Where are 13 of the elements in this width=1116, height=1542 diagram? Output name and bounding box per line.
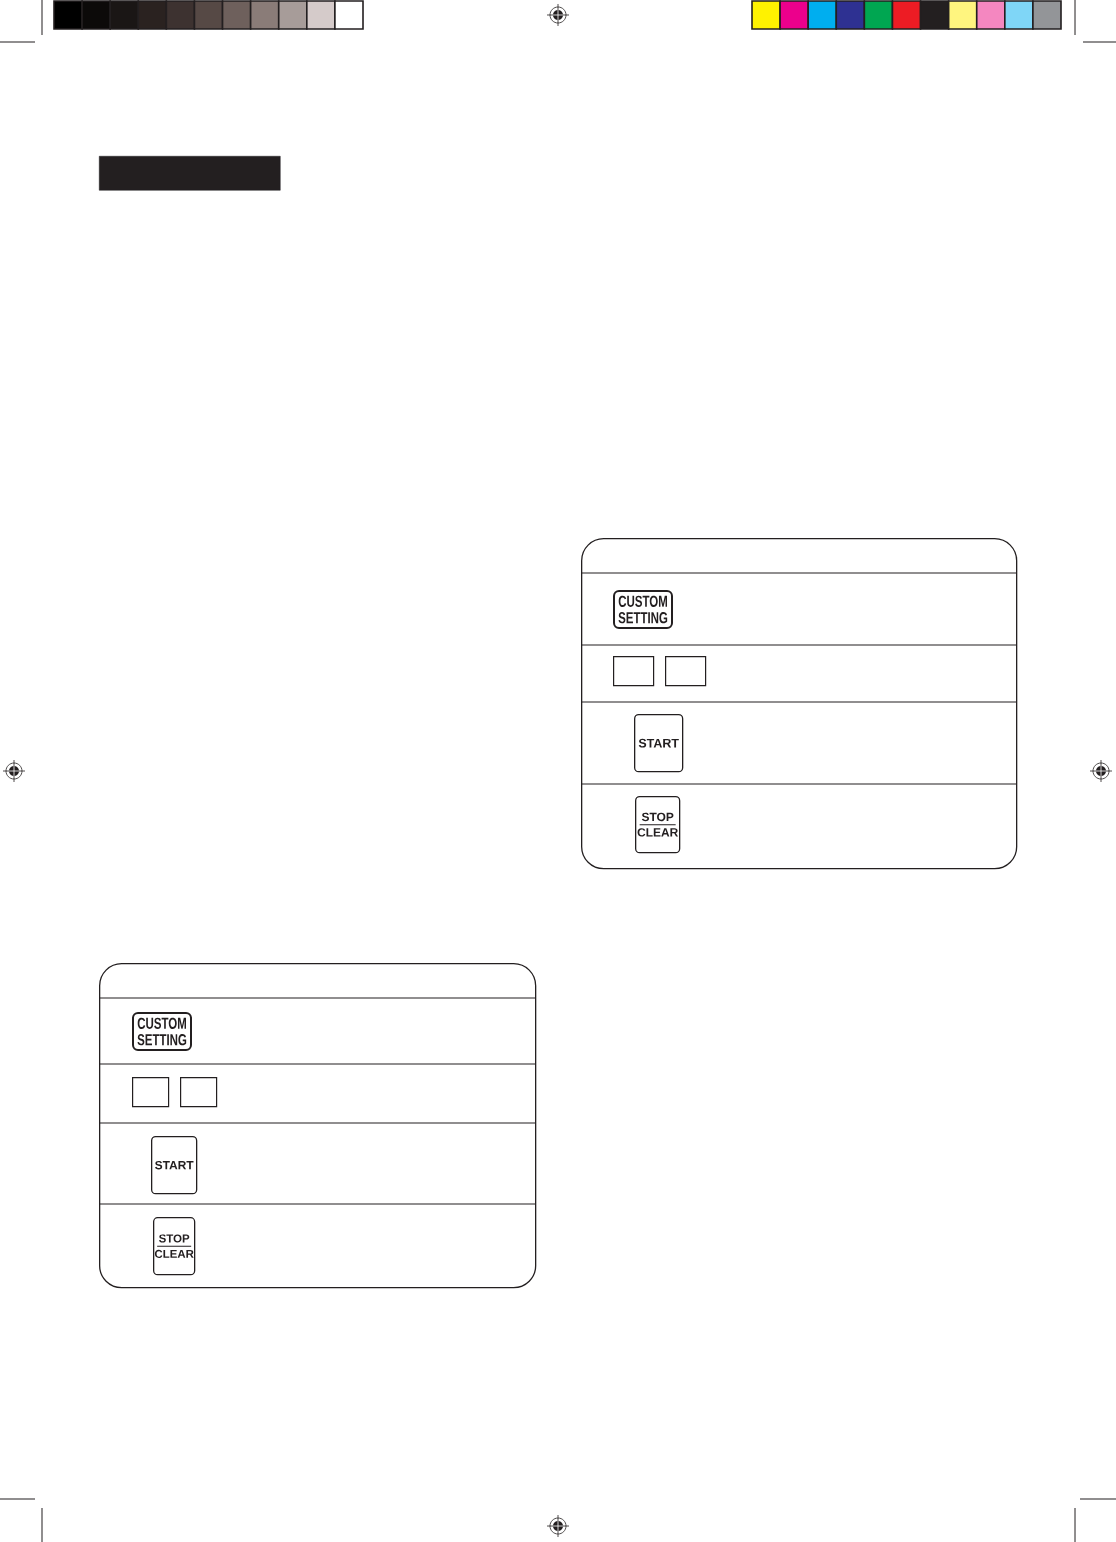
heading-bar (99, 156, 281, 191)
table-frame (98, 963, 537, 1289)
key-button: START (634, 714, 684, 773)
empty-key (180, 1077, 218, 1108)
key-button: CUSTOM SETTING (613, 590, 673, 629)
key-button: START (151, 1136, 198, 1195)
key-button: CUSTOM SETTING (132, 1012, 192, 1051)
empty-key (132, 1077, 170, 1108)
key-button: STOP CLEAR (635, 796, 681, 854)
empty-key (613, 656, 655, 687)
key-button: STOP CLEAR (153, 1217, 196, 1276)
table-frame (580, 538, 1018, 870)
empty-key (665, 656, 707, 687)
